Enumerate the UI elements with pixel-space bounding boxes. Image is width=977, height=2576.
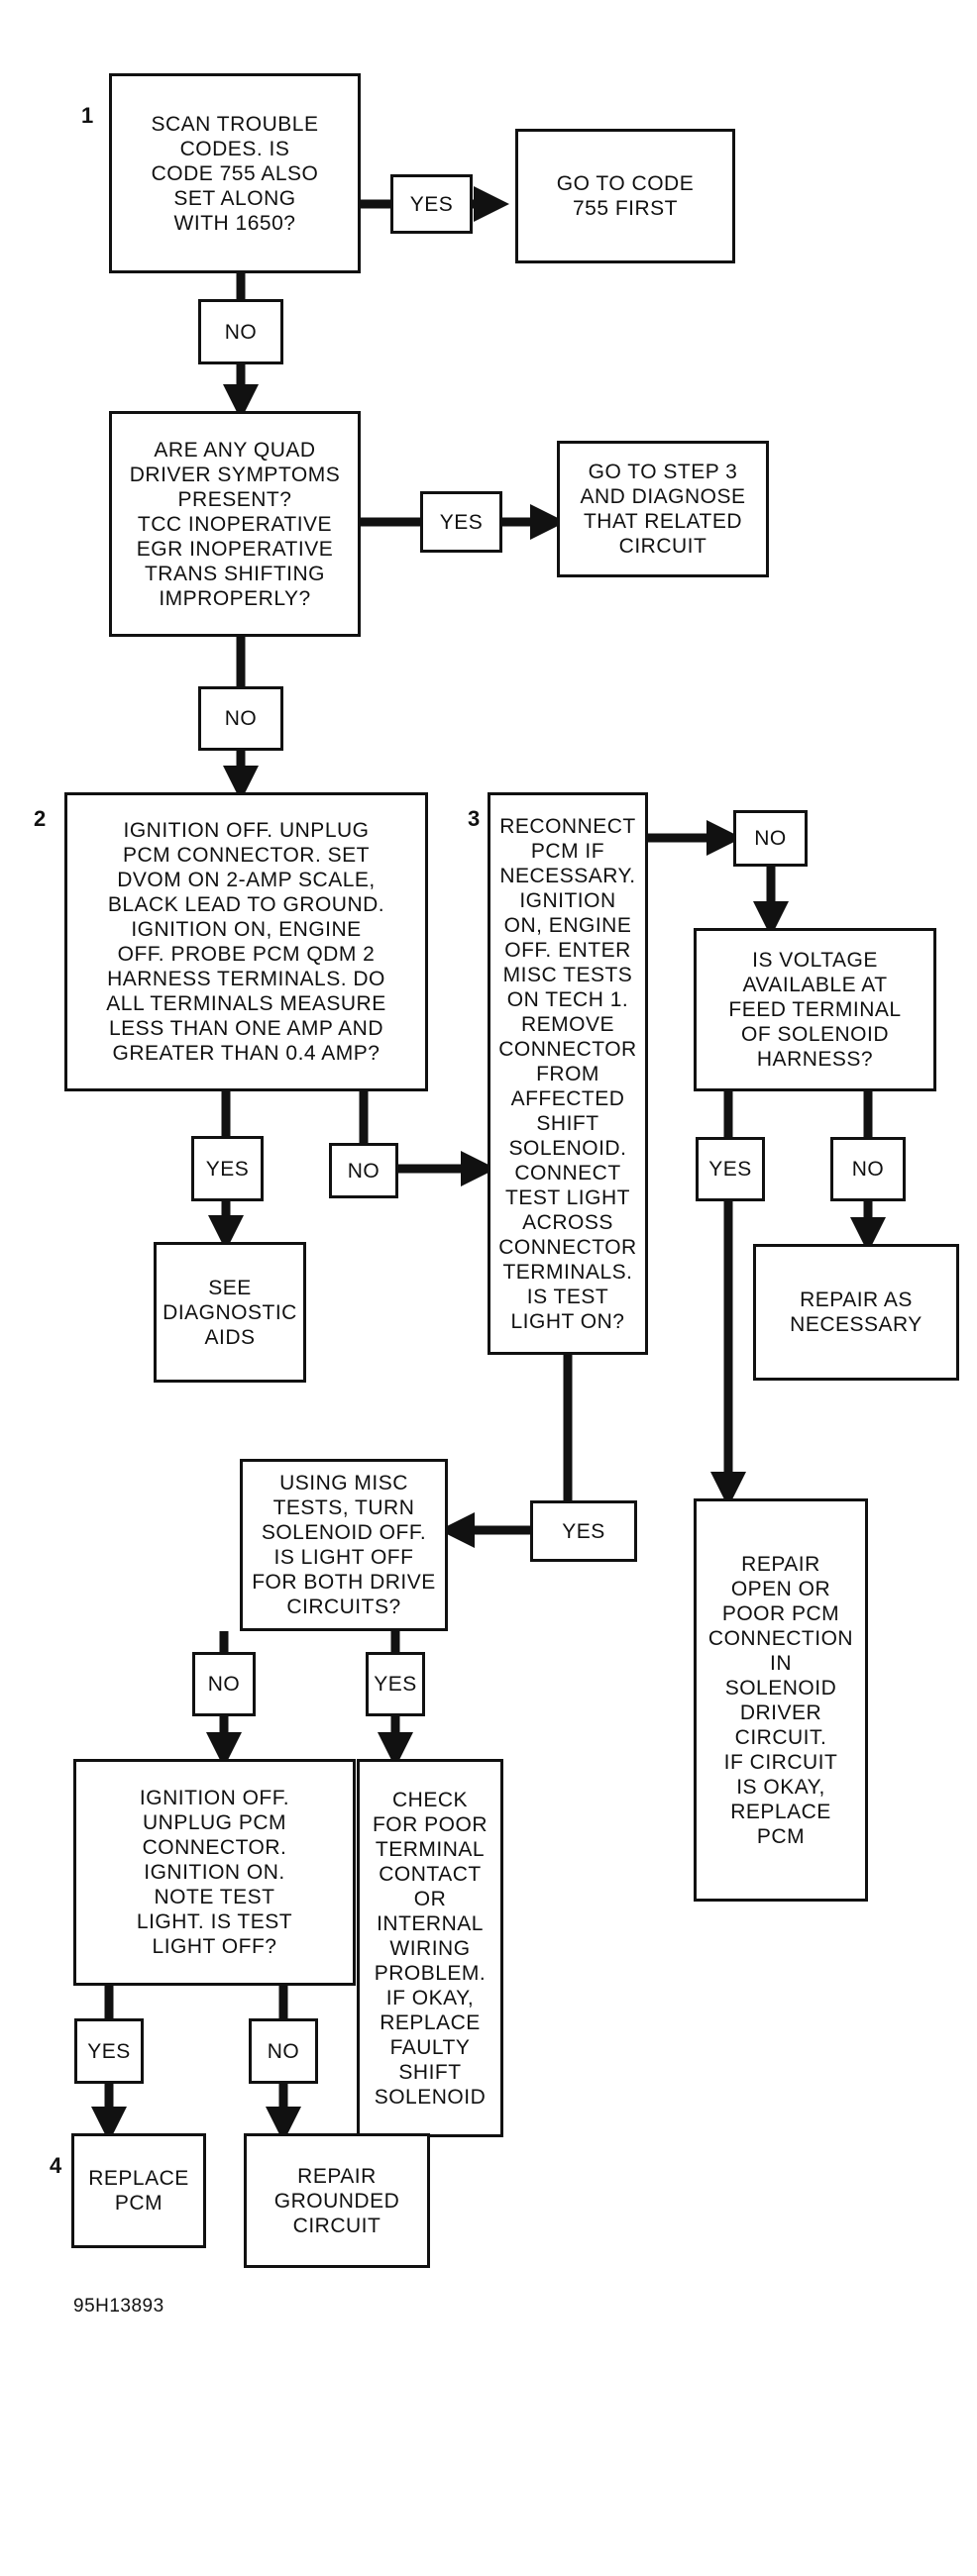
question-voltage-available: IS VOLTAGE AVAILABLE AT FEED TERMINAL OF…	[694, 928, 936, 1091]
action-repair-open-connection: REPAIR OPEN OR POOR PCM CONNECTION IN SO…	[694, 1498, 868, 1902]
action-replace-pcm: REPLACE PCM	[71, 2133, 206, 2248]
action-check-terminal-contact: CHECK FOR POOR TERMINAL CONTACT OR INTER…	[357, 1759, 503, 2137]
question-scan-codes: SCAN TROUBLE CODES. IS CODE 755 ALSO SET…	[109, 73, 361, 273]
label-no-5: NO	[830, 1137, 906, 1201]
action-see-diagnostic-aids: SEE DIAGNOSTIC AIDS	[154, 1242, 306, 1383]
label-no-6: NO	[192, 1652, 256, 1716]
label-no-7: NO	[249, 2018, 318, 2084]
label-yes-4: YES	[696, 1137, 765, 1201]
label-yes-7: YES	[74, 2018, 144, 2084]
action-repair-grounded-circuit: REPAIR GROUNDED CIRCUIT	[244, 2133, 430, 2268]
label-no-4: NO	[733, 810, 808, 867]
step-number-3: 3	[468, 806, 481, 831]
action-go-to-step-3: GO TO STEP 3 AND DIAGNOSE THAT RELATED C…	[557, 441, 769, 577]
label-yes-5: YES	[530, 1500, 637, 1562]
step-number-1: 1	[81, 103, 94, 128]
step-number-2: 2	[34, 806, 47, 831]
action-repair-as-necessary: REPAIR AS NECESSARY	[753, 1244, 959, 1381]
action-go-to-code-755: GO TO CODE 755 FIRST	[515, 129, 735, 263]
label-no-2: NO	[198, 686, 283, 751]
question-ignition-off: IGNITION OFF. UNPLUG PCM CONNECTOR. SET …	[64, 792, 428, 1091]
question-misc-tests: USING MISC TESTS, TURN SOLENOID OFF. IS …	[240, 1459, 448, 1631]
step-number-4: 4	[50, 2153, 62, 2178]
question-quad-driver: ARE ANY QUAD DRIVER SYMPTOMS PRESENT? TC…	[109, 411, 361, 637]
label-no-1: NO	[198, 299, 283, 364]
label-yes-6: YES	[366, 1652, 425, 1716]
label-no-3: NO	[329, 1143, 398, 1198]
label-yes-1: YES	[390, 174, 473, 234]
figure-id: 95H13893	[73, 2296, 164, 2317]
label-yes-2: YES	[420, 491, 502, 553]
question-unplug-pcm: IGNITION OFF. UNPLUG PCM CONNECTOR. IGNI…	[73, 1759, 356, 1986]
question-reconnect-pcm: RECONNECT PCM IF NECESSARY. IGNITION ON,…	[488, 792, 648, 1355]
label-yes-3: YES	[191, 1136, 264, 1201]
